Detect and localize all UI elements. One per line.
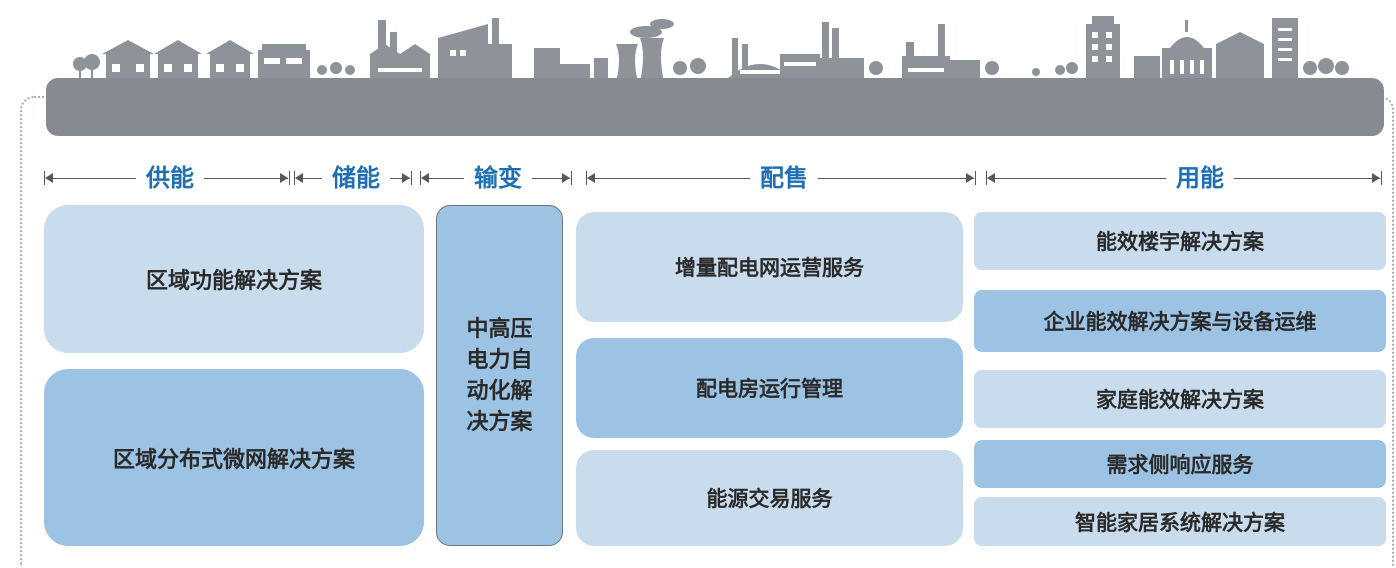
supply-box-regional: 区域功能解决方案 xyxy=(44,205,424,353)
consumption-box-building: 能效楼宇解决方案 xyxy=(974,212,1386,270)
city-skyline-illustration xyxy=(73,16,1349,82)
transmission-line-4: 决方案 xyxy=(466,409,533,435)
category-consumption: 用能 xyxy=(986,160,1382,196)
category-label-storage: 储能 xyxy=(322,160,390,196)
category-label-supply: 供能 xyxy=(136,160,204,196)
transmission-line-3: 动化解 xyxy=(466,378,533,404)
consumption-box-smart-home: 智能家居系统解决方案 xyxy=(974,497,1386,546)
category-storage: 储能 xyxy=(294,160,412,196)
transmission-line-2: 电力自 xyxy=(466,347,533,373)
category-label-consumption: 用能 xyxy=(1166,160,1234,196)
category-transmission: 输变 xyxy=(420,160,572,196)
consumption-box-demand-response: 需求侧响应服务 xyxy=(974,440,1386,488)
category-label-transmission: 输变 xyxy=(464,160,532,196)
consumption-box-enterprise: 企业能效解决方案与设备运维 xyxy=(974,290,1386,352)
category-supply: 供能 xyxy=(44,160,290,196)
ground-band xyxy=(46,78,1384,136)
category-distribution: 配售 xyxy=(586,160,976,196)
consumption-box-household: 家庭能效解决方案 xyxy=(974,370,1386,428)
distribution-box-substation: 配电房运行管理 xyxy=(576,338,963,438)
category-label-distribution: 配售 xyxy=(750,160,818,196)
distribution-box-energy-trading: 能源交易服务 xyxy=(576,450,963,546)
supply-box-microgrid: 区域分布式微网解决方案 xyxy=(44,369,424,546)
distribution-box-incremental-grid: 增量配电网运营服务 xyxy=(576,212,963,322)
transmission-line-1: 中高压 xyxy=(466,316,533,342)
transmission-box-automation: 中高压 电力自 动化解 决方案 xyxy=(436,205,563,546)
